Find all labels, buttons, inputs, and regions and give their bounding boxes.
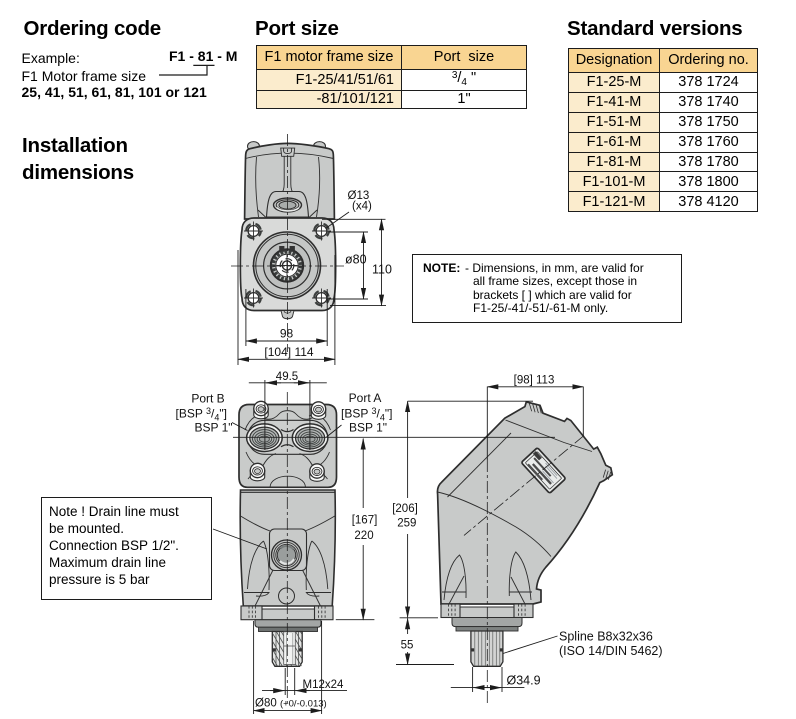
svg-text:[98] 113: [98] 113 xyxy=(514,374,555,386)
svg-text:BSP 1": BSP 1" xyxy=(195,421,233,435)
svg-text:[167]: [167] xyxy=(352,515,378,527)
svg-text:55: 55 xyxy=(401,640,414,652)
svg-text:220: 220 xyxy=(354,530,373,542)
svg-text:Spline B8x32x36: Spline B8x32x36 xyxy=(559,630,653,644)
svg-text:BSP 1": BSP 1" xyxy=(349,421,387,435)
svg-text:[BSP 3/4"]: [BSP 3/4"] xyxy=(176,406,227,423)
svg-text:Port B: Port B xyxy=(191,392,224,406)
svg-text:98: 98 xyxy=(280,327,294,341)
svg-text:Ø34.9: Ø34.9 xyxy=(507,674,541,688)
svg-text:[BSP 3/4"]: [BSP 3/4"] xyxy=(341,406,392,423)
svg-text:259: 259 xyxy=(397,518,416,530)
svg-text:Port A: Port A xyxy=(349,391,382,405)
svg-text:Ø80 (+0/-0.013): Ø80 (+0/-0.013) xyxy=(255,698,327,710)
svg-text:49.5: 49.5 xyxy=(276,371,298,383)
svg-text:Ø13: Ø13 xyxy=(348,190,370,202)
svg-text:ø80: ø80 xyxy=(345,253,367,267)
svg-text:[104] 114: [104] 114 xyxy=(264,345,313,359)
svg-text:110: 110 xyxy=(372,263,392,277)
svg-text:(x4): (x4) xyxy=(352,201,372,213)
svg-text:(ISO 14/DIN 5462): (ISO 14/DIN 5462) xyxy=(559,644,663,658)
svg-text:[206]: [206] xyxy=(392,503,418,515)
svg-text:M12x24: M12x24 xyxy=(303,679,345,691)
